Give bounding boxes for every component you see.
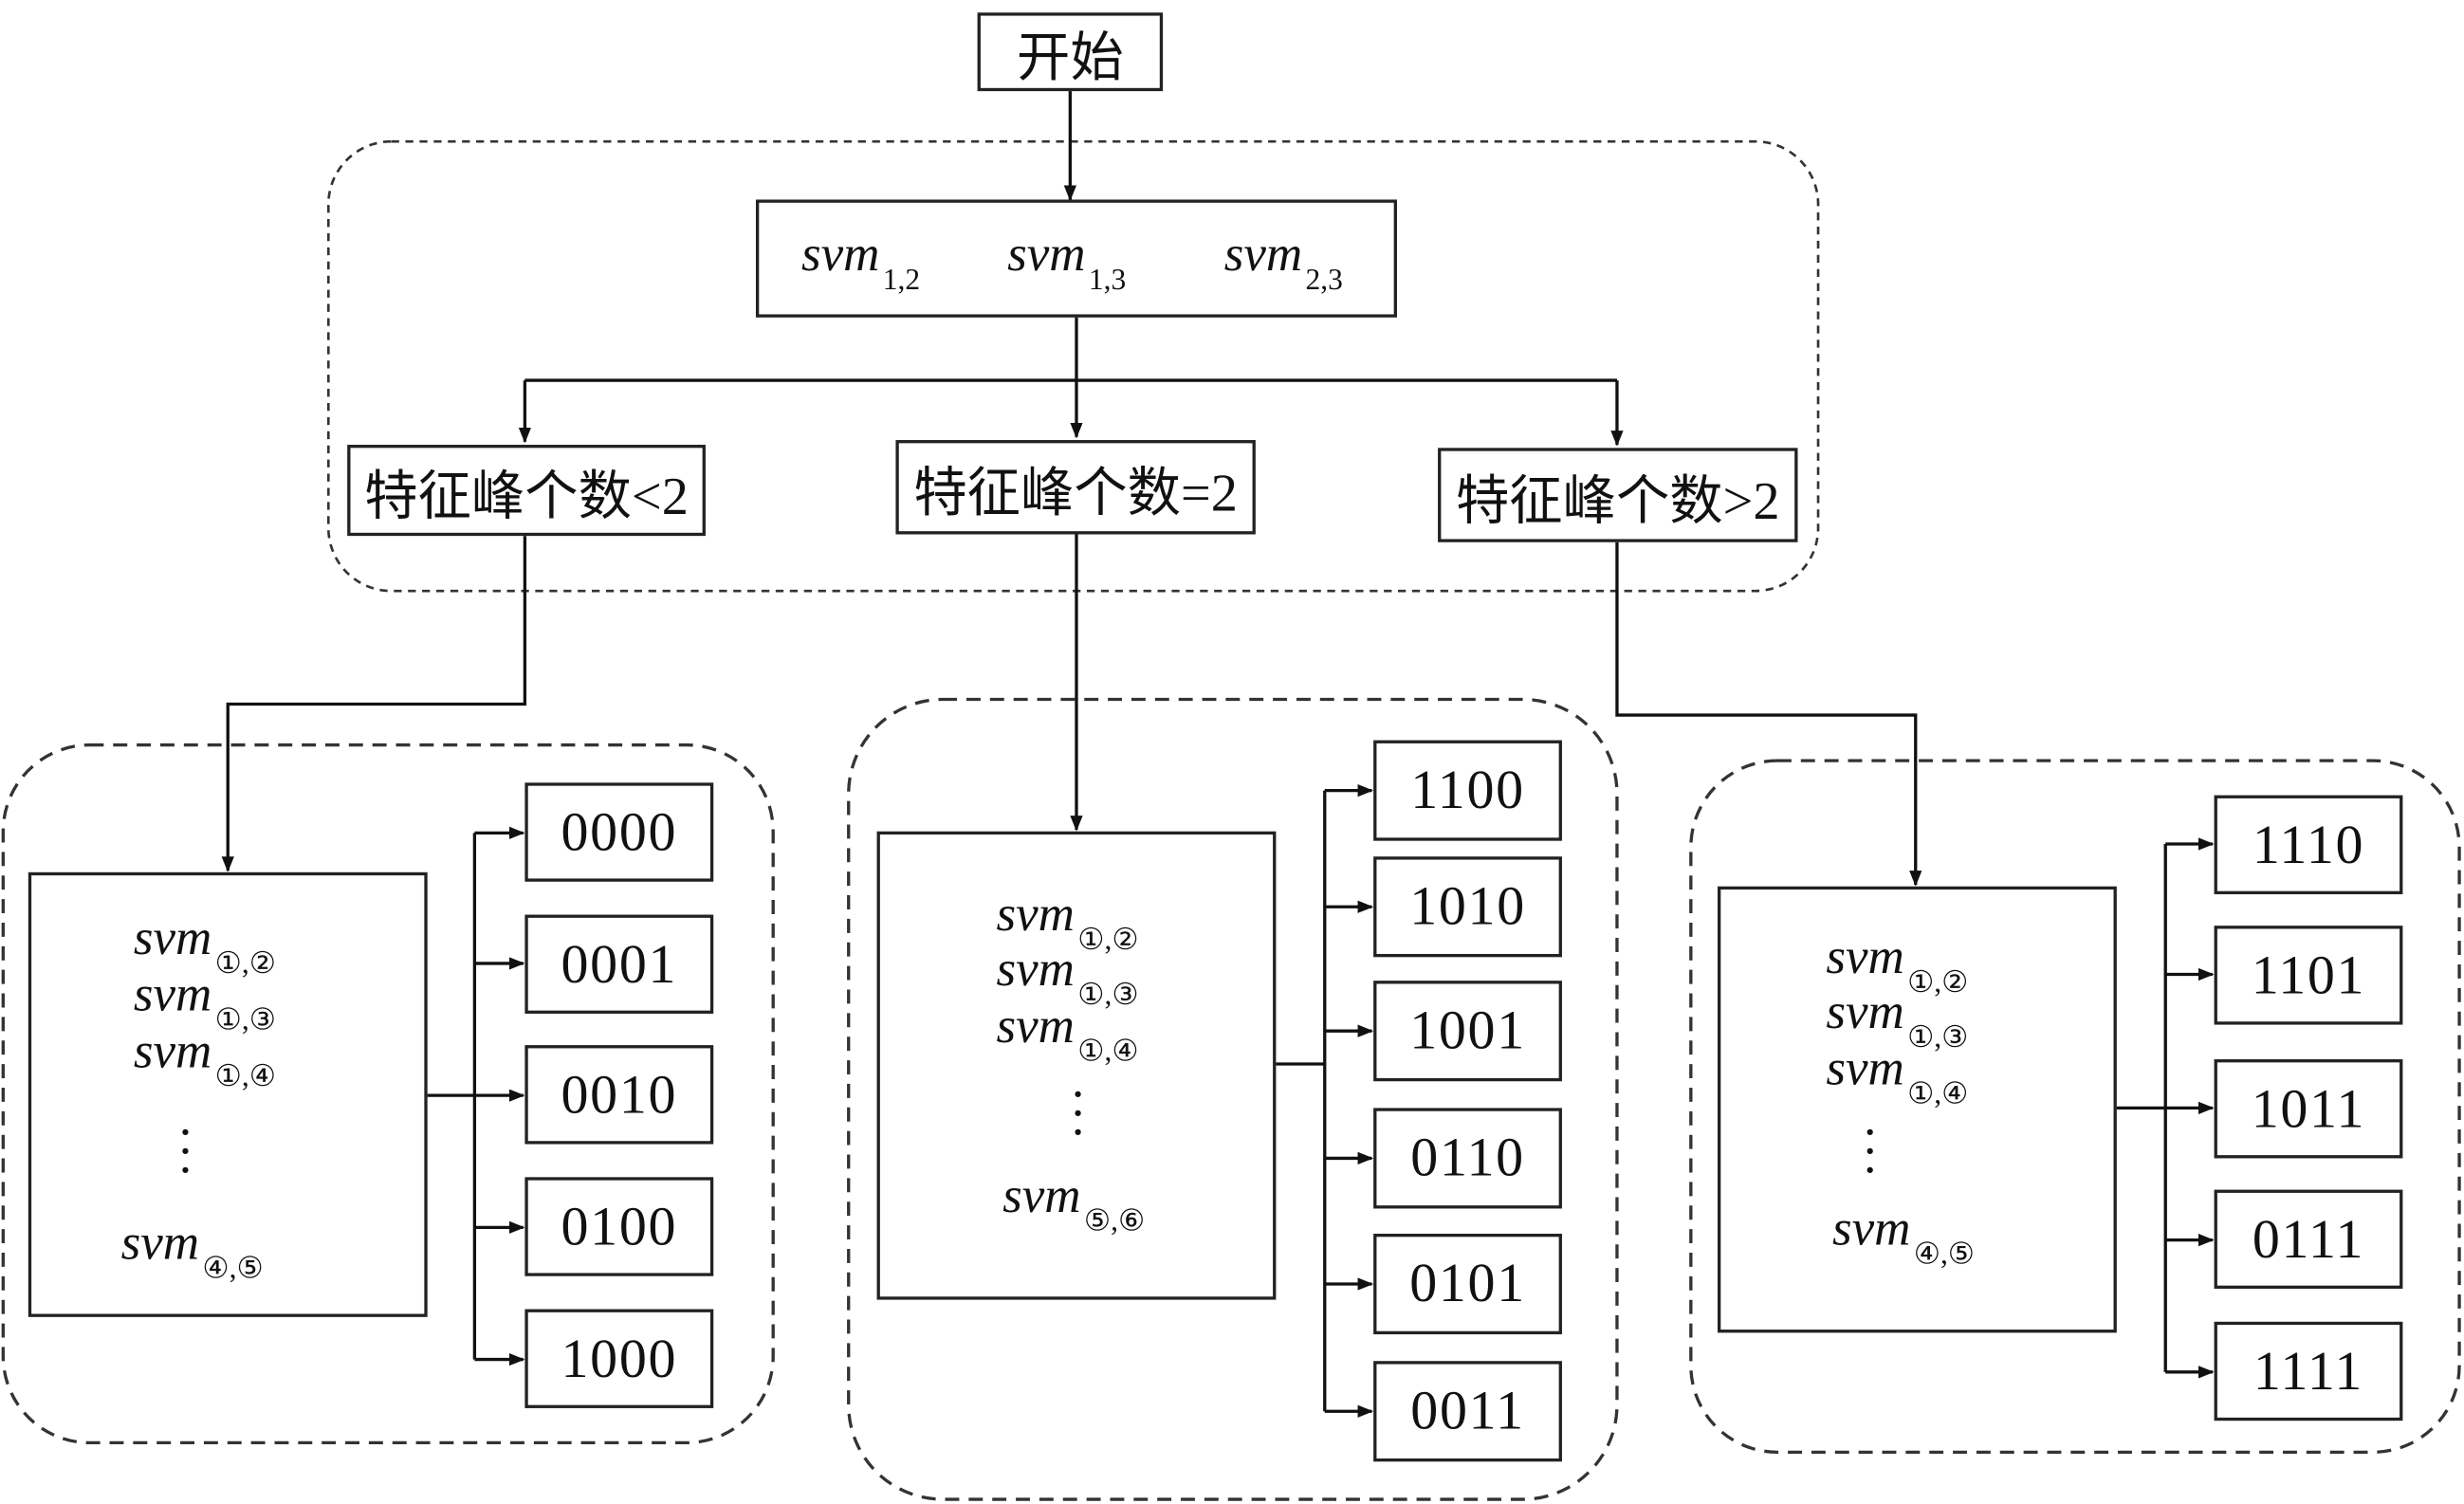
top-classifier-box [755,199,1397,318]
left-ellipsis: ··· [176,1103,194,1198]
middle-output-2: 1010 [1373,856,1562,958]
arrow-condition-gt-to-right-group [1615,541,1922,887]
start-node: 开始 [977,12,1164,92]
right-output-4: 0111 [2214,1189,2403,1289]
middle-output-3: 1001 [1373,981,1562,1082]
condition-label-lt: 特征峰个数<2 [364,468,689,526]
left-group-outline [1,743,775,1445]
right-group-outline [1689,759,2461,1455]
right-output-5: 1111 [2214,1321,2403,1421]
left-output-4: 0100 [524,1177,714,1276]
middle-ellipsis: ··· [1069,1065,1087,1161]
left-output-1: 0000 [524,782,714,882]
right-classifier-box [1717,886,2117,1333]
left-output-2: 0001 [524,914,714,1014]
condition-node-lt: 特征峰个数<2 [347,445,706,537]
right-output-2: 1101 [2214,926,2403,1025]
middle-output-4: 0110 [1373,1108,1562,1209]
top-group-outline [326,139,1820,593]
condition-node-gt: 特征峰个数>2 [1438,448,1798,542]
start-node-label: 开始 [1017,28,1124,87]
middle-classifier-box [876,831,1277,1300]
middle-output-6: 0011 [1373,1361,1562,1462]
left-classifier-box [28,871,428,1317]
middle-output-1: 1100 [1373,740,1562,841]
left-output-3: 0010 [524,1045,714,1145]
right-output-1: 1110 [2214,795,2403,895]
condition-label-eq: 特征峰个数=2 [913,464,1238,523]
left-output-5: 1000 [524,1309,714,1408]
middle-output-5: 0101 [1373,1233,1562,1335]
right-output-3: 1011 [2214,1059,2403,1159]
middle-group-outline [847,697,1619,1501]
condition-node-eq: 特征峰个数=2 [895,440,1256,535]
right-ellipsis: ··· [1861,1103,1879,1198]
arrow-condition-lt-to-left-group [221,536,527,872]
condition-label-gt: 特征峰个数>2 [1455,472,1780,531]
